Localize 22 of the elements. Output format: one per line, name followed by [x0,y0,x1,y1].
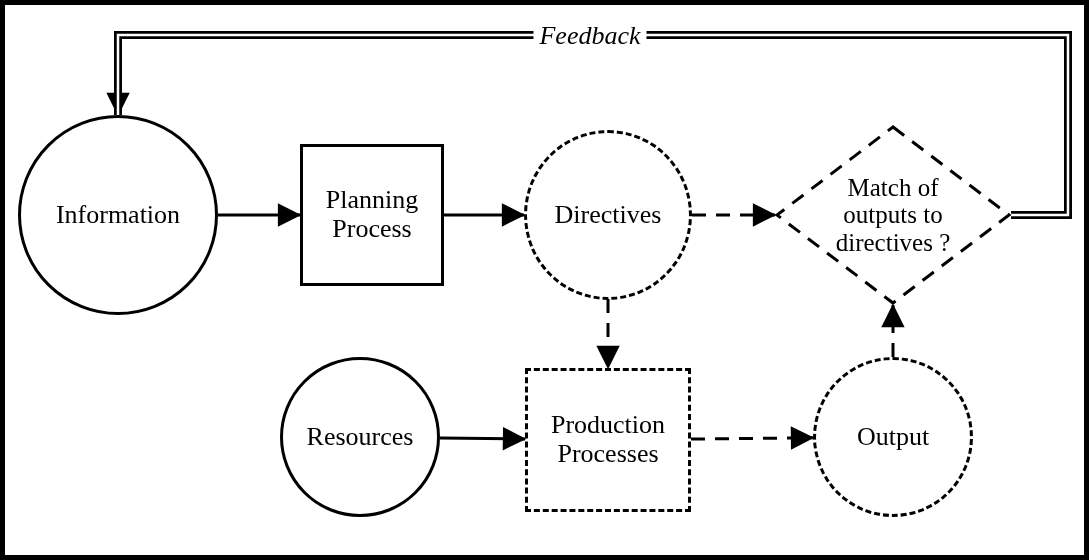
arrow [692,203,777,227]
circle-node [18,115,218,315]
dashed-decision-diamond [775,125,1011,305]
feedback-arrow [106,31,1072,219]
node-label: Directives [554,200,662,230]
dashed-circle-node [813,357,973,517]
node-label: Match of outputs to directives ? [834,173,952,257]
arrow [691,426,815,450]
arrow [444,203,526,227]
node-label: Information [55,200,181,230]
dashed-circle-node [524,130,692,300]
arrow [218,203,302,227]
process-box [300,144,444,286]
arrow [881,303,905,357]
dashed-process-box [525,368,691,512]
arrow [440,427,527,451]
node-label: Planning Process [324,186,420,244]
node-label: Output [856,422,930,452]
circle-node [280,357,440,517]
node-label: Production Processes [549,411,667,469]
node-label: Resources [306,422,414,452]
arrow [596,299,620,370]
